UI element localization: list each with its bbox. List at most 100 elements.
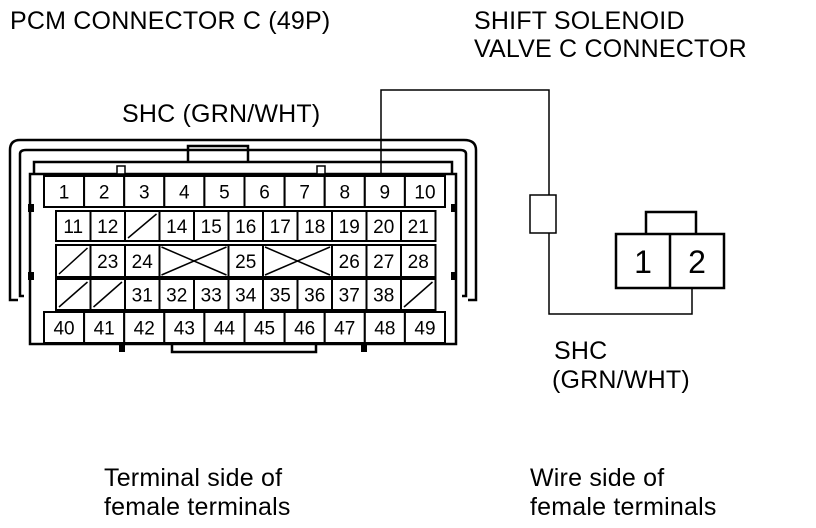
- pcm-connector-title: PCM CONNECTOR C (49P): [10, 7, 331, 35]
- pcm-pin-number: 32: [166, 286, 187, 307]
- pcm-pin-cell: 43: [163, 311, 206, 344]
- pcm-pin-cell: 15: [193, 210, 230, 242]
- pcm-pin-number: 43: [174, 319, 195, 340]
- pcm-pin-blank: [55, 278, 92, 311]
- pcm-pin-number: 5: [219, 183, 230, 204]
- pcm-pin-number: 44: [214, 319, 236, 340]
- pcm-pin-number: 42: [134, 319, 155, 340]
- pcm-pin-cell: 10: [403, 175, 446, 208]
- pcm-pin-cell: 14: [158, 210, 195, 242]
- pcm-pin-cell: 26: [331, 244, 368, 278]
- pcm-pin-number: 18: [304, 217, 325, 238]
- solenoid-caption-line2: female terminals: [530, 493, 717, 521]
- pcm-caption-line1: Terminal side of: [104, 464, 283, 492]
- pcm-pin-number: 10: [414, 183, 435, 204]
- pcm-pin-cell: 4: [163, 175, 206, 208]
- pcm-pin-cell: 25: [227, 244, 264, 278]
- pcm-housing-latches: [28, 204, 457, 352]
- pcm-pin-number: 1: [59, 183, 70, 204]
- pcm-connector-housing: [8, 138, 478, 354]
- pcm-pin-number: 27: [373, 252, 394, 273]
- pcm-pin-cell: 6: [243, 175, 286, 208]
- pcm-pin-cell: 17: [262, 210, 299, 242]
- pcm-pin-cell: 16: [227, 210, 264, 242]
- pcm-blank-cross: [264, 246, 331, 276]
- pcm-pin-cell: 19: [331, 210, 368, 242]
- pcm-pin-number: 38: [373, 286, 394, 307]
- pcm-pin-cell: 31: [124, 278, 161, 311]
- pcm-pin-number: 48: [374, 319, 395, 340]
- pcm-pin-number: 28: [408, 252, 429, 273]
- solenoid-wire-label-line1: SHC: [554, 337, 608, 365]
- solenoid-connector-title-line1: SHIFT SOLENOID: [474, 7, 685, 35]
- pcm-pin-number: 49: [414, 319, 435, 340]
- solenoid-connector-housing: [614, 210, 726, 290]
- pcm-pin-number: 26: [339, 252, 360, 273]
- pcm-pin-cell: 36: [296, 278, 333, 311]
- pcm-pin-number: 35: [270, 286, 291, 307]
- pcm-pin-cell: 1: [43, 175, 86, 208]
- pcm-pin-cell: 8: [323, 175, 366, 208]
- pcm-pin-blank: [55, 244, 92, 278]
- solenoid-pin-number: 2: [688, 244, 706, 280]
- pcm-pin-blank: [124, 210, 161, 242]
- pcm-pin-number: 23: [97, 252, 118, 273]
- solenoid-caption-line1: Wire side of: [530, 464, 665, 492]
- pcm-pin-number: 31: [132, 286, 153, 307]
- pcm-pin-number: 41: [94, 319, 115, 340]
- pcm-pin-cell: 3: [123, 175, 166, 208]
- pcm-pin-cell: 48: [363, 311, 406, 344]
- pcm-pin-number: 16: [235, 217, 256, 238]
- pcm-pin-cell: 18: [296, 210, 333, 242]
- wiring: [380, 89, 693, 315]
- in-line-connector-icon: [529, 194, 557, 234]
- pcm-pin-cell: 28: [400, 244, 437, 278]
- solenoid-wire-label-line2: (GRN/WHT): [552, 366, 690, 394]
- pcm-pin-number: 33: [201, 286, 222, 307]
- pcm-pin-number: 46: [294, 319, 315, 340]
- pcm-housing-keys: [116, 165, 326, 175]
- pcm-pin-cell: 41: [83, 311, 126, 344]
- wire-to-solenoid-pin2: [548, 233, 693, 315]
- pcm-wire-label: SHC (GRN/WHT): [122, 100, 321, 128]
- pcm-pin-number: 14: [166, 217, 188, 238]
- wire-pcm-pin9-up: [380, 89, 550, 195]
- pcm-pin-blank: [89, 278, 126, 311]
- pcm-pin-cell: 45: [243, 311, 286, 344]
- pcm-pin-number: 15: [201, 217, 222, 238]
- pcm-pin-cell: 2: [83, 175, 126, 208]
- pcm-pin-cell: 20: [365, 210, 402, 242]
- pcm-pin-cell: 21: [400, 210, 437, 242]
- pcm-pin-number: 12: [97, 217, 118, 238]
- pcm-pin-number: 3: [139, 183, 150, 204]
- pcm-pin-cell: 42: [123, 311, 166, 344]
- pcm-pin-cell: 11: [55, 210, 92, 242]
- pcm-pin-number: 45: [254, 319, 275, 340]
- pcm-pin-cell: 44: [203, 311, 246, 344]
- pcm-pin-number: 25: [235, 252, 256, 273]
- pcm-pin-cell: 37: [331, 278, 368, 311]
- pcm-pin-number: 8: [339, 183, 350, 204]
- pcm-pin-number: 21: [408, 217, 429, 238]
- pcm-pin-number: 6: [259, 183, 270, 204]
- solenoid-connector-title-line2: VALVE C CONNECTOR: [474, 35, 747, 63]
- pcm-pin-number: 24: [132, 252, 154, 273]
- pcm-pin-number: 7: [299, 183, 310, 204]
- pcm-pin-number: 2: [99, 183, 110, 204]
- pcm-pin-number: 36: [304, 286, 325, 307]
- pcm-pin-cell: 27: [365, 244, 402, 278]
- pcm-pin-cell: 7: [283, 175, 326, 208]
- pcm-pin-number: 9: [380, 183, 391, 204]
- solenoid-pin-number: 1: [634, 244, 652, 280]
- pcm-pin-cell: 32: [158, 278, 195, 311]
- pcm-pin-number: 37: [339, 286, 360, 307]
- pcm-pin-number: 20: [373, 217, 394, 238]
- pcm-pin-cell: 5: [203, 175, 246, 208]
- pcm-pin-cell: 23: [89, 244, 126, 278]
- pcm-blank-cross: [161, 246, 227, 276]
- pcm-pin-cell: 24: [124, 244, 161, 278]
